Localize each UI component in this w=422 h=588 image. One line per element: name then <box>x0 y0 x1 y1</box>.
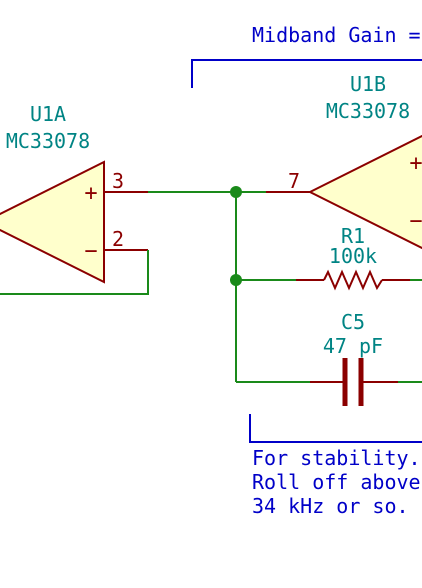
c5-value: 47 pF <box>323 334 383 358</box>
stability-note-line-3: 34 kHz or so. <box>252 494 409 518</box>
u1a-minus-sign: − <box>84 239 97 264</box>
u1a-value: MC33078 <box>6 129 90 153</box>
stability-note-line-1: For stability. <box>252 446 421 470</box>
gain-annotation-bracket <box>191 59 422 88</box>
u1b-value: MC33078 <box>326 99 410 123</box>
u1b-plus-sign: + <box>409 151 422 176</box>
r1-resistor-zigzag <box>323 269 383 291</box>
midband-gain-label: Midband Gain = <box>252 23 421 47</box>
u1b-minus-sign: − <box>409 209 422 234</box>
u1a-reference: U1A <box>30 102 66 126</box>
u1a-feedback-wire <box>0 250 149 295</box>
u1a-pin3-number: 3 <box>112 169 124 193</box>
u1b-pin7-number: 7 <box>288 169 300 193</box>
r1-value: 100k <box>329 244 377 268</box>
u1b-reference: U1B <box>350 72 386 96</box>
u1a-opamp-body <box>0 160 105 284</box>
u1b-opamp-body <box>307 134 422 250</box>
u1a-pin2-number: 2 <box>112 227 124 251</box>
u1a-plus-sign: + <box>84 181 97 206</box>
stability-note-line-2: Roll off above <box>252 470 421 494</box>
c5-reference: C5 <box>341 310 365 334</box>
r1-reference: R1 <box>341 224 365 248</box>
junction-dot-top <box>230 186 242 198</box>
stability-annotation-bracket <box>249 414 422 443</box>
